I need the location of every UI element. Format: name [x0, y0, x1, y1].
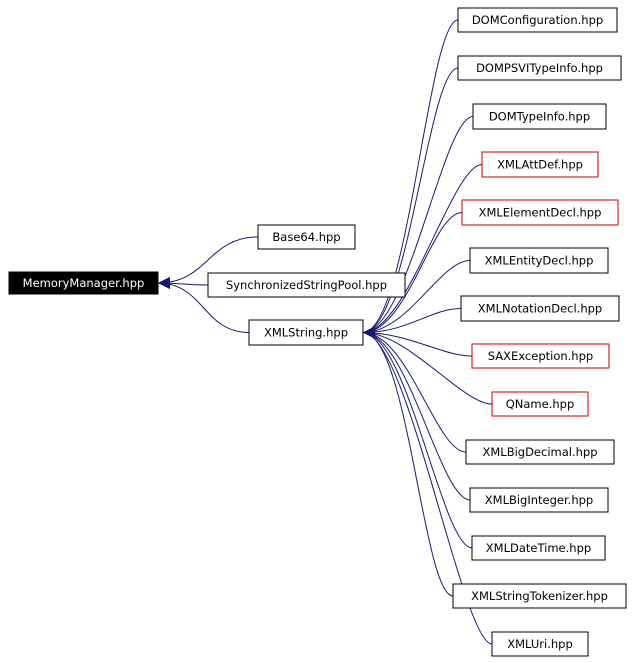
edge-nd-to-xs — [362, 308, 462, 339]
node-saxexception[interactable]: SAXException.hpp — [471, 343, 610, 369]
node-xmlstringtokenizer[interactable]: XMLStringTokenizer.hpp — [452, 583, 627, 609]
node-qname[interactable]: QName.hpp — [491, 391, 589, 417]
node-label: XMLBigDecimal.hpp — [482, 445, 597, 459]
node-label: DOMTypeInfo.hpp — [489, 110, 590, 124]
edge-sx-to-xs — [362, 326, 473, 357]
node-box — [469, 487, 609, 513]
node-label: MemoryManager.hpp — [23, 276, 145, 290]
edge-dc-to-xs — [362, 19, 459, 339]
edge-dt-to-xs — [362, 116, 474, 339]
node-label: XMLAttDef.hpp — [497, 158, 583, 172]
node-box — [471, 535, 606, 561]
node-memorymanager[interactable]: MemoryManager.hpp — [8, 271, 159, 295]
node-label: DOMPSVITypeInfo.hpp — [476, 61, 603, 75]
node-box — [248, 319, 364, 346]
node-box — [207, 272, 406, 298]
node-label: SynchronizedStringPool.hpp — [226, 278, 387, 292]
edge-ad-to-xs — [362, 164, 483, 339]
node-label: Base64.hpp — [272, 230, 340, 244]
node-box — [460, 295, 620, 322]
node-domconfiguration[interactable]: DOMConfiguration.hpp — [457, 7, 618, 33]
node-label: XMLUri.hpp — [507, 637, 573, 651]
node-box — [491, 391, 589, 417]
node-xmlentitydecl[interactable]: XMLEntityDecl.hpp — [469, 247, 609, 274]
node-box — [8, 271, 159, 295]
edge-qn-to-xs — [362, 326, 493, 405]
node-label: DOMConfiguration.hpp — [472, 13, 603, 27]
node-xmlbigdecimal[interactable]: XMLBigDecimal.hpp — [465, 439, 615, 465]
node-box — [469, 247, 609, 274]
node-label: XMLElementDecl.hpp — [479, 206, 602, 220]
node-box — [472, 103, 607, 130]
edge-b64-to-mm — [157, 236, 259, 289]
node-xmlstring[interactable]: XMLString.hpp — [248, 319, 364, 346]
node-xmlnotationdecl[interactable]: XMLNotationDecl.hpp — [460, 295, 620, 322]
node-label: SAXException.hpp — [488, 349, 593, 363]
edges — [157, 19, 493, 645]
node-label: XMLStringTokenizer.hpp — [471, 589, 608, 603]
node-base64[interactable]: Base64.hpp — [257, 224, 356, 250]
node-label: XMLString.hpp — [264, 326, 348, 340]
node-xmlattdef[interactable]: XMLAttDef.hpp — [481, 151, 599, 178]
node-box — [457, 55, 622, 81]
edge-dp-to-xs — [362, 67, 459, 339]
edge-bd-to-xs — [362, 326, 467, 453]
node-label: XMLEntityDecl.hpp — [485, 254, 594, 268]
node-box — [257, 224, 356, 250]
edge-uri-to-xs — [362, 326, 493, 645]
node-label: QName.hpp — [506, 397, 575, 411]
edge-dtm-to-xs — [362, 326, 473, 549]
node-box — [471, 343, 610, 369]
node-box — [491, 631, 589, 657]
node-xmlelementdecl[interactable]: XMLElementDecl.hpp — [461, 199, 619, 226]
node-box — [465, 439, 615, 465]
edge-ed-to-xs — [362, 212, 463, 339]
node-xmldatetime[interactable]: XMLDateTime.hpp — [471, 535, 606, 561]
node-xmluri[interactable]: XMLUri.hpp — [491, 631, 589, 657]
nodes: MemoryManager.hpp Base64.hppSynchronizedS… — [8, 7, 627, 657]
node-box — [457, 7, 618, 33]
edge-en-to-xs — [362, 260, 471, 339]
node-xmlbiginteger[interactable]: XMLBigInteger.hpp — [469, 487, 609, 513]
node-label: XMLNotationDecl.hpp — [478, 302, 602, 316]
node-box — [481, 151, 599, 178]
node-synchronizedstringpool[interactable]: SynchronizedStringPool.hpp — [207, 272, 406, 298]
node-domtypeinfo[interactable]: DOMTypeInfo.hpp — [472, 103, 607, 130]
node-label: XMLBigInteger.hpp — [485, 493, 593, 507]
node-label: XMLDateTime.hpp — [486, 541, 591, 555]
node-box — [452, 583, 627, 609]
node-dompsvitypeinfo[interactable]: DOMPSVITypeInfo.hpp — [457, 55, 622, 81]
edge-bi-to-xs — [362, 326, 471, 501]
edge-xs-to-mm — [157, 277, 250, 333]
node-box — [461, 199, 619, 226]
